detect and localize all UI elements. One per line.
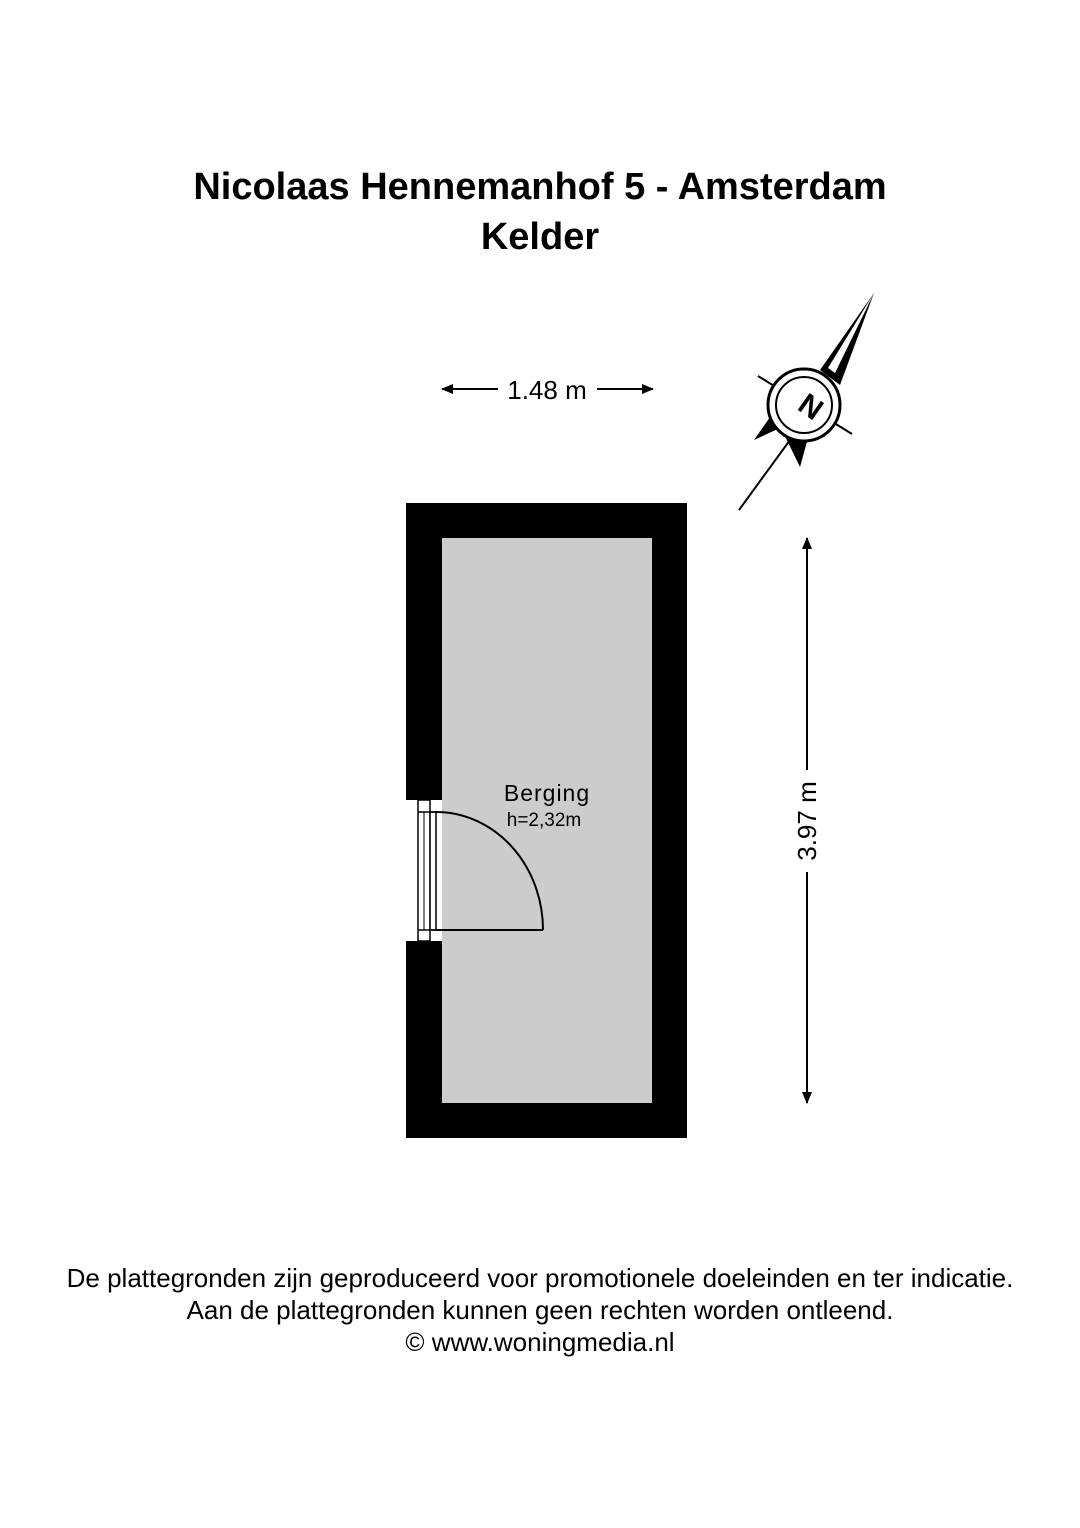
room-name: Berging xyxy=(504,780,590,806)
compass-inner-ring xyxy=(775,376,833,434)
length-label: 3.97 m xyxy=(792,781,822,861)
door-leaf xyxy=(429,811,437,931)
compass-tail-line xyxy=(738,439,791,511)
room-height: h=2,32m xyxy=(507,810,581,831)
width-dimension: 1.48 m xyxy=(441,375,654,405)
plan-title: Nicolaas Hennemanhof 5 - Amsterdam xyxy=(193,166,887,208)
floor-name: Kelder xyxy=(480,216,600,258)
width-label: 1.48 m xyxy=(507,375,587,405)
door xyxy=(417,799,544,942)
compass-north-point-highlight xyxy=(828,293,874,373)
door-swing-arc xyxy=(435,811,544,931)
disclaimer-line-1: De plattegronden zijn geproduceerd voor … xyxy=(66,1263,1014,1293)
disclaimer-line-2: Aan de plattegronden kunnen geen rechten… xyxy=(186,1295,894,1325)
walls xyxy=(406,503,687,1138)
length-dimension: 3.97 m xyxy=(792,537,822,1104)
copyright-link[interactable]: © www.woningmedia.nl xyxy=(405,1327,675,1357)
north-arrow-icon: N xyxy=(738,293,874,511)
